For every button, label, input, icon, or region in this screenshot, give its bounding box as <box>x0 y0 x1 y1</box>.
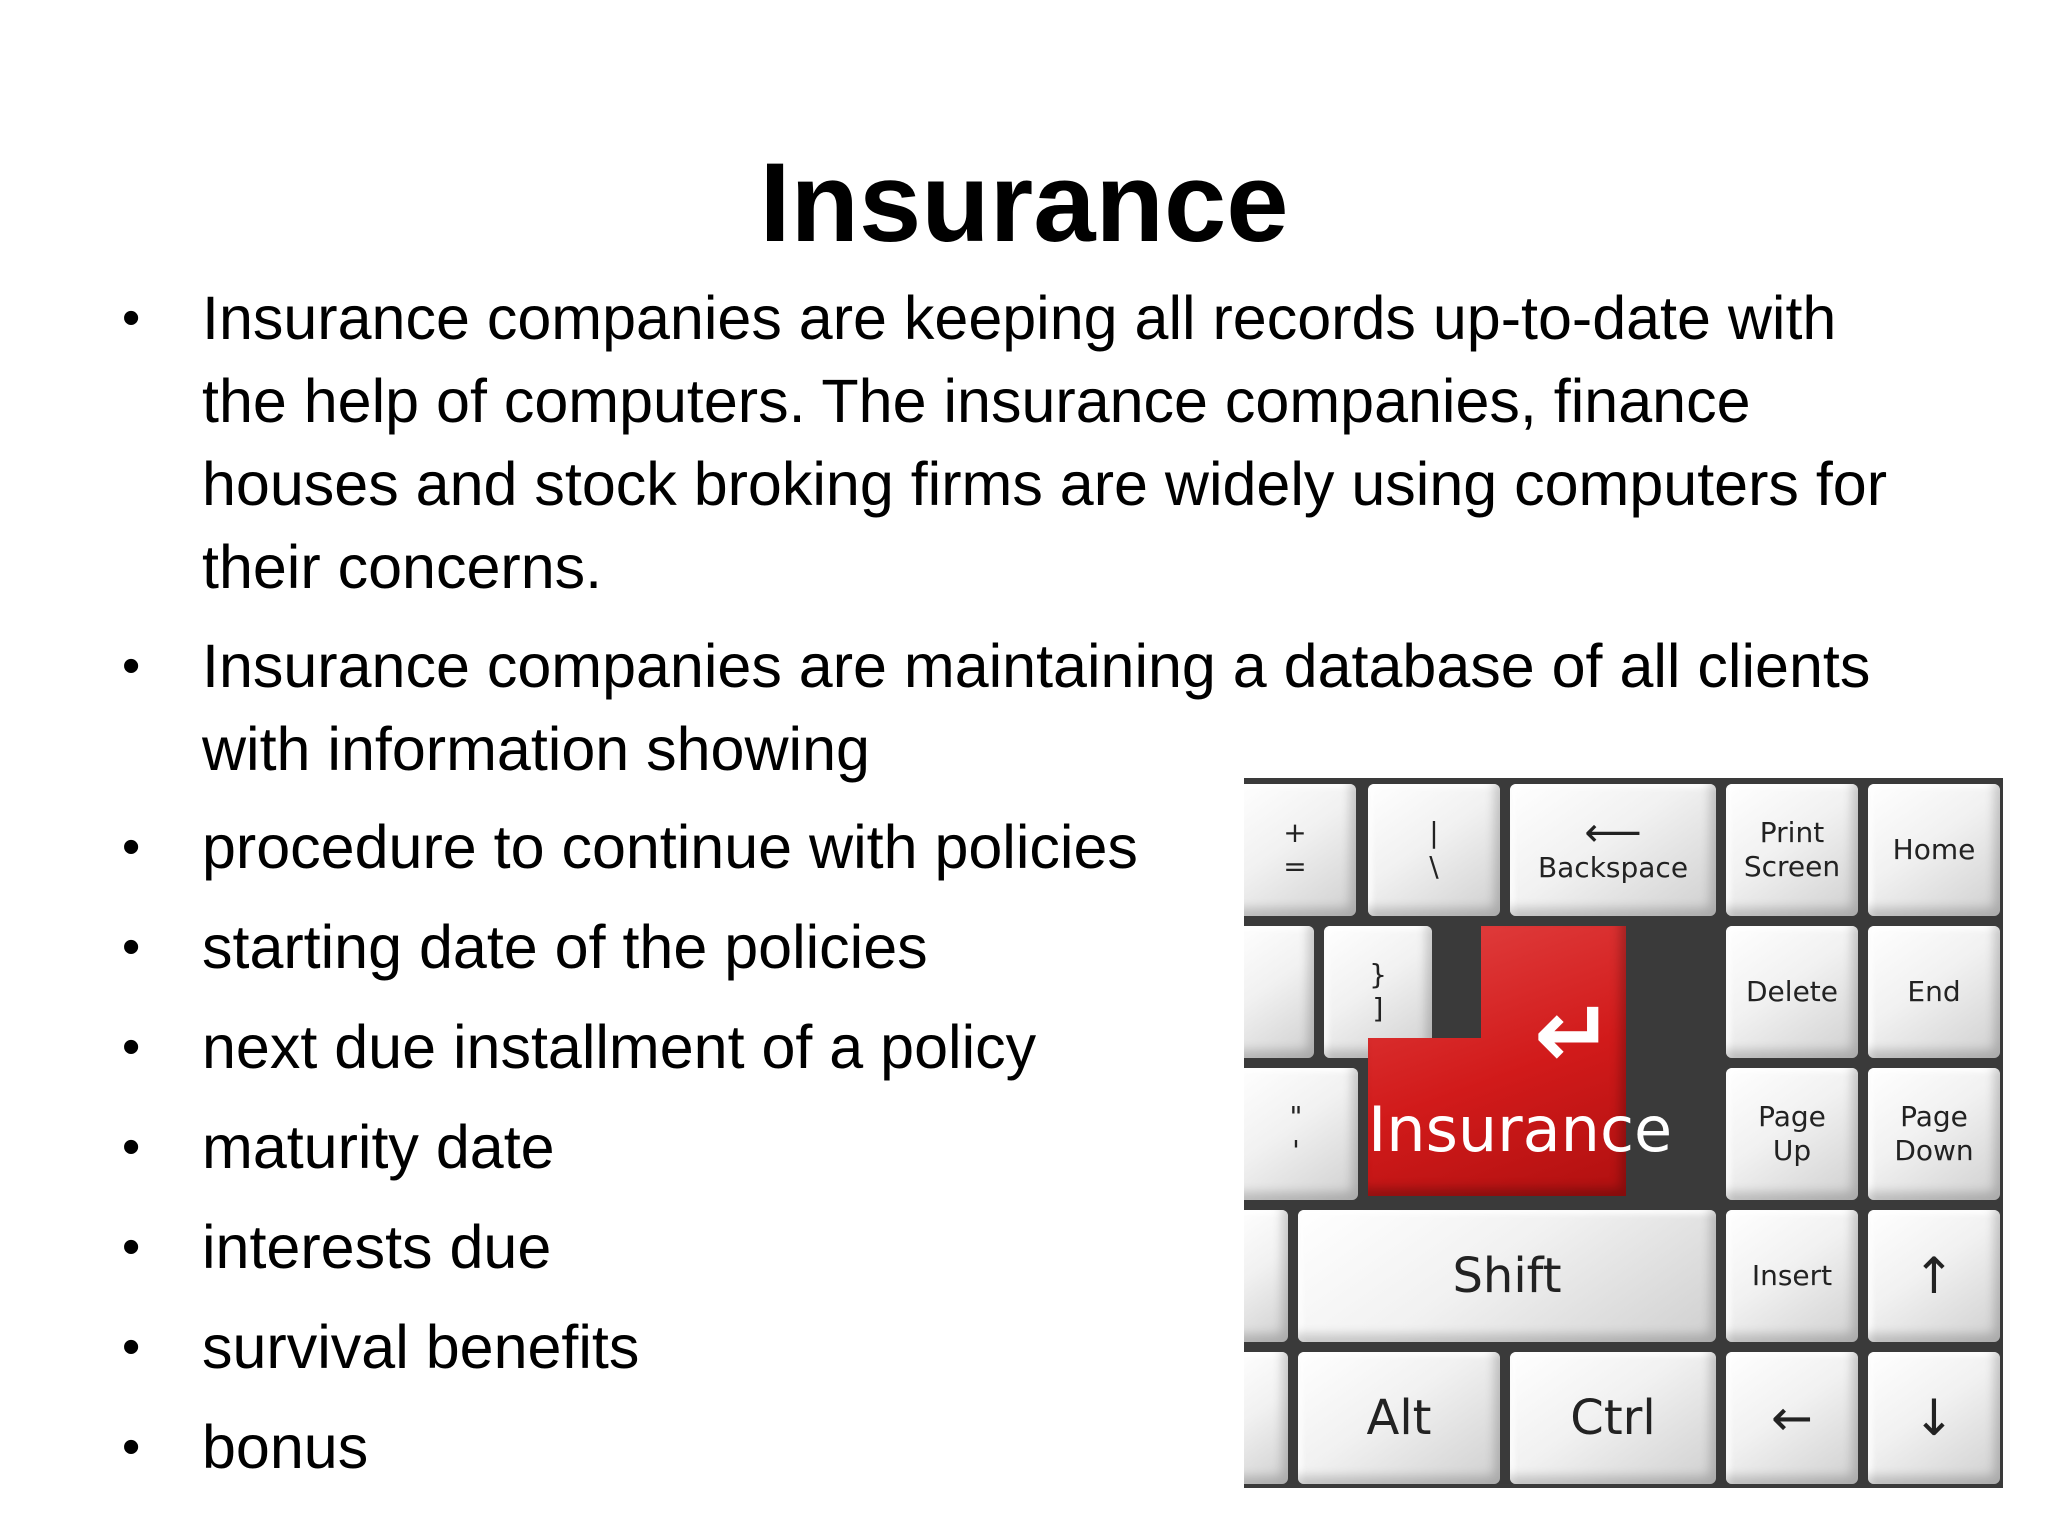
bullet-line: next due installment of a policy <box>202 1013 1037 1081</box>
key-label: ↑ <box>1913 1247 1955 1305</box>
key-label: ' <box>1292 1134 1300 1167</box>
key-label: | <box>1429 816 1439 849</box>
key-insert: Insert <box>1726 1210 1858 1342</box>
key-label: } <box>1369 958 1387 991</box>
bullet-text: interests due <box>202 1206 551 1289</box>
key-delete: Delete <box>1726 926 1858 1058</box>
key-partial-left <box>1244 1210 1288 1342</box>
bullet-dot: • <box>122 637 141 695</box>
key-label: " <box>1289 1100 1303 1133</box>
key-page-up: Page Up <box>1726 1068 1858 1200</box>
bullet-line: houses and stock broking firms are widel… <box>202 450 1888 518</box>
down-arrow-icon: ↓ <box>1868 1352 2000 1484</box>
bullet-dot: • <box>122 1018 141 1076</box>
key-backspace: ⟵ Backspace <box>1510 784 1716 916</box>
key-label: + <box>1283 816 1307 849</box>
bullet-dot: • <box>122 918 141 976</box>
key-label: Home <box>1892 833 1976 866</box>
enter-key-label: Insurance <box>1368 1093 1673 1166</box>
key-label: Page <box>1900 1100 1968 1133</box>
key-label: Up <box>1772 1134 1812 1167</box>
key-label: Delete <box>1746 975 1838 1008</box>
key-label: Alt <box>1366 1390 1432 1446</box>
bullet-line: bonus <box>202 1413 369 1481</box>
bullet-dot: • <box>122 289 141 347</box>
key-label: End <box>1907 975 1961 1008</box>
bullet-line: starting date of the policies <box>202 913 928 981</box>
key-pipe-backslash: | \ <box>1368 784 1500 916</box>
bullet-line: maturity date <box>202 1113 555 1181</box>
bullet-line: their concerns. <box>202 533 603 601</box>
key-label: ] <box>1372 992 1384 1025</box>
key-print-screen: Print Screen <box>1726 784 1858 916</box>
bullet-line: interests due <box>202 1213 552 1281</box>
slide-title: Insurance <box>759 140 1289 265</box>
bullet-line: survival benefits <box>202 1313 640 1381</box>
left-arrow-icon: ← <box>1726 1352 1858 1484</box>
key-alt: Alt <box>1298 1352 1500 1484</box>
key-label: Shift <box>1452 1248 1562 1304</box>
bullet-text: next due installment of a policy <box>202 1006 1036 1089</box>
bullet-dot: • <box>122 1418 141 1476</box>
bullet-text: procedure to continue with policies <box>202 806 1138 889</box>
key-quote: " ' <box>1244 1068 1358 1200</box>
bullet-text: Insurance companies are keeping all reco… <box>202 277 1887 609</box>
key-label: Screen <box>1743 850 1841 883</box>
key-label: Print <box>1759 816 1825 849</box>
key-brace-bracket: } ] <box>1324 926 1432 1058</box>
key-partial-left <box>1244 1352 1288 1484</box>
bullet-line: Insurance companies are keeping all reco… <box>202 284 1837 352</box>
bullet-line: Insurance companies are maintaining a da… <box>202 632 1871 700</box>
key-label: Down <box>1894 1134 1974 1167</box>
bullet-text: Insurance companies are maintaining a da… <box>202 625 1870 791</box>
bullet-dot: • <box>122 818 141 876</box>
key-partial-left <box>1244 926 1314 1058</box>
bullet-text: starting date of the policies <box>202 906 928 989</box>
key-label: Ctrl <box>1570 1390 1656 1446</box>
bullet-line: with information showing <box>202 715 870 783</box>
key-ctrl: Ctrl <box>1510 1352 1716 1484</box>
key-page-down: Page Down <box>1868 1068 2000 1200</box>
bullet-text: bonus <box>202 1406 368 1489</box>
bullet-line: the help of computers. The insurance com… <box>202 367 1751 435</box>
bullet-dot: • <box>122 1218 141 1276</box>
bullet-dot: • <box>122 1318 141 1376</box>
bullet-text: maturity date <box>202 1106 555 1189</box>
backspace-arrow-icon: ⟵ <box>1584 810 1642 856</box>
key-label: Backspace <box>1537 851 1689 884</box>
key-label: \ <box>1429 850 1439 883</box>
key-label: Insert <box>1751 1259 1833 1292</box>
enter-arrow-icon: ↵ <box>1533 978 1615 1090</box>
key-end: End <box>1868 926 2000 1058</box>
bullet-line: procedure to continue with policies <box>202 813 1138 881</box>
key-label: ↓ <box>1913 1389 1955 1447</box>
key-shift: Shift <box>1298 1210 1716 1342</box>
key-label: ← <box>1771 1389 1813 1447</box>
bullet-dot: • <box>122 1118 141 1176</box>
key-label: = <box>1283 850 1307 883</box>
key-label: Page <box>1758 1100 1826 1133</box>
keyboard-image: + = | \ ⟵ Backspace Print Screen Home } … <box>1244 778 2003 1488</box>
bullet-text: survival benefits <box>202 1306 639 1389</box>
key-plus-equals: + = <box>1244 784 1356 916</box>
key-home: Home <box>1868 784 2000 916</box>
up-arrow-icon: ↑ <box>1868 1210 2000 1342</box>
